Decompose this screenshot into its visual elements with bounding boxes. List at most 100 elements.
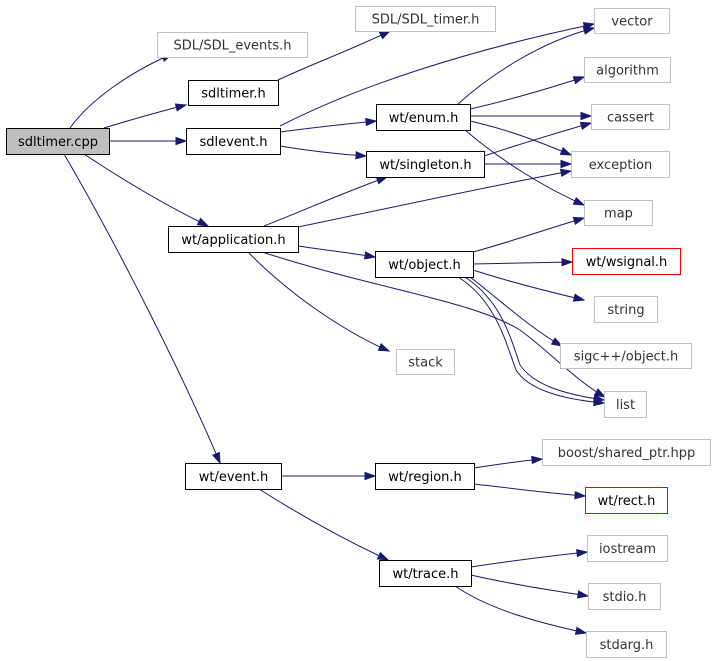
node-label: boost/shared_ptr.hpp [558,446,696,461]
node-label: wt/enum.h [389,111,459,126]
node-label: wt/application.h [181,233,285,248]
node-sdltimer-cpp: sdltimer.cpp [6,128,110,155]
node-label: wt/wsignal.h [586,255,668,270]
node-wt-object[interactable]: wt/object.h [375,251,474,278]
node-box [542,439,711,466]
edge-sdltimer_cpp-to-sdlevent_h [109,136,188,146]
arrow-head [572,293,586,302]
node-boost-shared: boost/shared_ptr.hpp [542,439,711,466]
node-label: wt/region.h [388,470,462,485]
node-label: wt/trace.h [392,567,458,582]
node-box [375,463,475,490]
arrow-head [196,217,210,227]
edge-wt_region-to-boost_shared [473,455,544,469]
arrow-head [212,451,221,465]
node-box [572,248,681,275]
arrow-head [572,76,586,85]
edge-line [297,170,572,228]
node-sdl-events: SDL/SDL_events.h [157,32,308,58]
arrow-head [531,455,544,465]
edge-sdltimer_cpp-to-wt_application [83,153,210,227]
node-label: cassert [607,111,654,126]
nodes-layer: sdltimer.cpp SDL/SDL_events.h SDL/SDL_time… [6,6,711,658]
edge-sdltimer_cpp-to-sdl_events [69,53,174,129]
arrow-head [574,626,588,635]
edge-line [261,251,606,398]
arrow-head [559,168,573,178]
edge-sdlevent_h-to-wt_singleton [279,145,368,160]
node-exception: exception [571,151,670,178]
edge-line [279,145,367,157]
edge-line [470,574,589,597]
arrow-head [365,117,378,127]
node-wt-rect[interactable]: wt/rect.h [585,487,668,514]
edge-line [472,269,585,301]
edge-wt_enum-to-map [464,129,586,206]
node-sdl-timer: SDL/SDL_timer.h [355,6,496,32]
edge-wt_enum-to-vector [457,26,596,105]
edge-wt_object-to-wt_wsignal [472,258,574,267]
arrow-head [593,388,607,398]
node-vector: vector [594,8,670,34]
edge-wt_application-to-stack [247,251,391,352]
node-wt-enum[interactable]: wt/enum.h [376,104,471,131]
edge-line [454,585,587,634]
edge-wt_enum-to-exception [469,120,573,156]
arrow-head [364,471,377,481]
arrow-head [576,548,589,558]
edge-line [103,104,187,129]
edge-line [69,53,173,129]
node-label: vector [611,15,653,30]
edge-line [483,122,592,157]
arrow-head [582,26,596,35]
node-label: wt/object.h [388,258,461,273]
arrow-head [572,216,586,225]
node-string: string [594,296,658,323]
node-box [594,8,670,34]
node-box [585,487,668,514]
node-wt-singleton[interactable]: wt/singleton.h [366,151,485,178]
arrow-head [550,337,564,347]
edge-sdlevent_h-to-wt_enum [279,117,378,133]
arrow-head [363,251,377,260]
edge-line [457,276,605,404]
arrow-head [560,159,573,169]
node-wt-event[interactable]: wt/event.h [185,463,282,490]
arrow-head [559,147,573,156]
node-sigc-object: sigc++/object.h [560,343,692,369]
node-box [584,200,653,226]
node-cassert: cassert [591,104,670,130]
node-box [560,343,692,369]
node-wt-wsignal[interactable]: wt/wsignal.h [572,248,681,275]
edge-sdltimer_cpp-to-sdltimer_h [103,103,188,129]
node-sdlevent-h[interactable]: sdlevent.h [186,128,281,155]
edge-line [469,120,572,156]
node-label: SDL/SDL_timer.h [372,13,480,28]
edge-line [247,251,390,352]
node-box [376,104,471,131]
edge-wt_object-to-map [472,216,586,253]
arrow-head [576,590,590,599]
node-box [355,6,496,32]
node-wt-application[interactable]: wt/application.h [168,226,299,253]
edge-wt_trace-to-iostream [470,548,589,568]
node-box [604,391,647,418]
edge-wt_object-to-list [457,276,606,407]
node-wt-region[interactable]: wt/region.h [375,463,475,490]
arrow-head [174,103,188,112]
node-label: sdlevent.h [199,135,267,150]
node-box [594,296,658,323]
edge-line [472,261,573,265]
node-box [584,57,671,83]
edge-line [263,176,388,227]
node-box [157,32,308,58]
node-box [586,631,667,658]
edge-line [469,276,563,347]
node-wt-trace[interactable]: wt/trace.h [379,560,472,587]
arrow-head [580,111,593,121]
edge-line [297,245,376,258]
node-sdltimer-h[interactable]: sdltimer.h [188,80,279,106]
node-label: exception [589,158,653,173]
edge-line [472,217,585,253]
